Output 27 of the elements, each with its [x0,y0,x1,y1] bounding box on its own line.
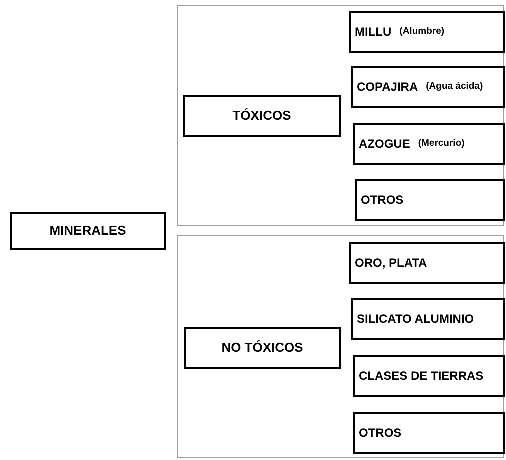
item-note: (Alumbre) [400,24,445,39]
item-label: OTROS [359,425,402,442]
item-box [349,242,505,284]
item-label: AZOGUE [359,136,410,153]
item-box [353,412,505,454]
item-label: SILICATO ALUMINIO [357,311,474,328]
item-box [353,123,505,165]
group-panel [177,235,504,458]
item-label: CLASES DE TIERRAS [359,368,484,385]
item-box [351,298,505,340]
item-box [353,355,505,397]
item-label: MILLU [355,24,392,41]
category-box [183,95,341,137]
category-box [10,212,166,250]
category-label: MINERALES [50,222,126,240]
item-box [351,66,505,108]
category-label: NO TÓXICOS [222,339,304,358]
item-note: (Mercurio) [418,136,465,151]
item-box [349,11,505,53]
item-box [355,179,505,221]
group-panel [177,5,504,226]
item-note: (Agua ácida) [426,80,484,94]
item-label: COPAJIRA [357,79,418,96]
category-box [184,327,341,369]
category-label: TÓXICOS [232,107,292,126]
item-label: OTROS [361,192,404,209]
item-label: ORO, PLATA [355,255,428,272]
